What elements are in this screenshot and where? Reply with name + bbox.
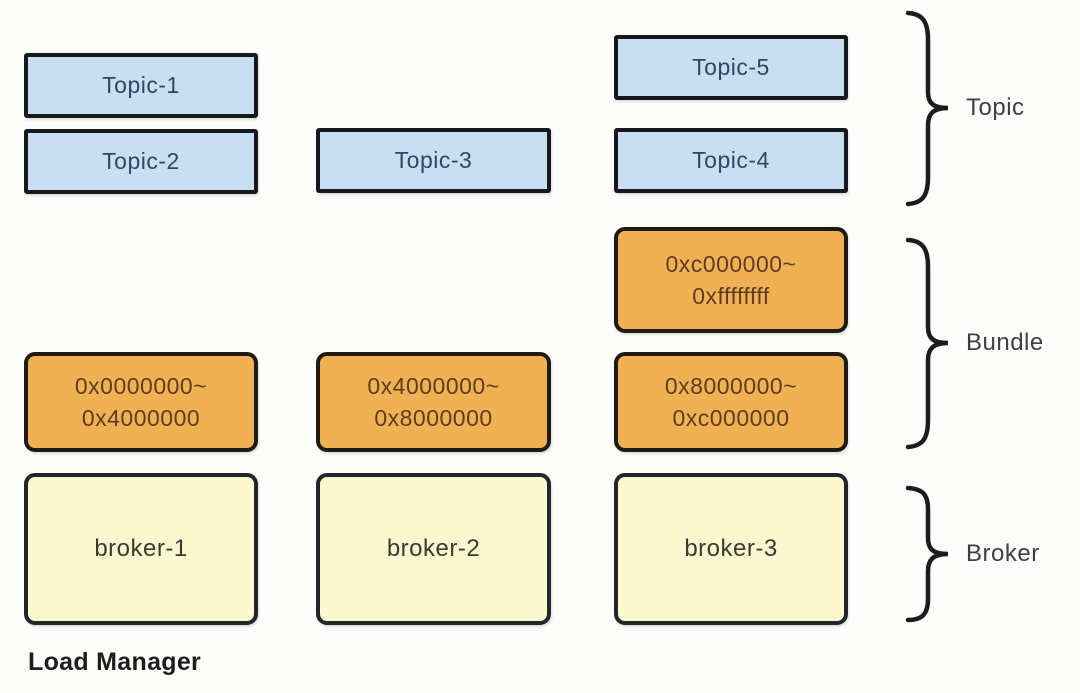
topic-4-label: Topic-4: [692, 147, 770, 173]
group-label-bundle: Bundle: [966, 329, 1044, 356]
topic-3-label: Topic-3: [394, 147, 473, 173]
bundle-4-to-8-box: 0x4000000~ 0x8000000: [316, 352, 551, 452]
bundle-range-end: 0xc000000: [672, 405, 790, 431]
broker-brace-icon: [905, 485, 949, 623]
broker-2-label: broker-2: [386, 535, 481, 562]
broker-3-box: broker-3: [614, 473, 848, 625]
broker-2-box: broker-2: [316, 473, 551, 625]
page-title: Load Manager: [28, 648, 202, 676]
topic-5-box: Topic-5: [614, 35, 848, 100]
bundle-c-to-f-box: 0xc000000~ 0xffffffff: [614, 227, 848, 333]
bundle-range-start: 0x4000000~: [367, 373, 500, 399]
topic-1-label: Topic-1: [102, 72, 180, 98]
bundle-brace-icon: [905, 237, 949, 450]
topic-2-label: Topic-2: [102, 148, 180, 174]
topic-5-label: Topic-5: [692, 54, 770, 80]
bundle-range-end: 0xffffffff: [692, 283, 770, 309]
group-label-topic: Topic: [966, 94, 1025, 121]
bundle-range-start: 0xc000000~: [665, 251, 797, 277]
bundle-8-to-c-box: 0x8000000~ 0xc000000: [614, 352, 848, 452]
bundle-0-to-4-box: 0x0000000~ 0x4000000: [24, 352, 258, 452]
group-label-broker: Broker: [966, 540, 1040, 567]
broker-1-label: broker-1: [94, 535, 188, 562]
bundle-range-start: 0x0000000~: [74, 373, 208, 399]
topic-3-box: Topic-3: [316, 128, 551, 193]
topic-2-box: Topic-2: [24, 129, 258, 194]
broker-3-label: broker-3: [684, 535, 778, 562]
topic-1-box: Topic-1: [24, 53, 258, 118]
bundle-range-start: 0x8000000~: [664, 373, 798, 399]
bundle-range-end: 0x8000000: [374, 405, 493, 431]
broker-1-box: broker-1: [24, 473, 258, 625]
topic-brace-icon: [905, 10, 949, 207]
bundle-range-end: 0x4000000: [81, 405, 201, 431]
topic-4-box: Topic-4: [614, 128, 848, 193]
